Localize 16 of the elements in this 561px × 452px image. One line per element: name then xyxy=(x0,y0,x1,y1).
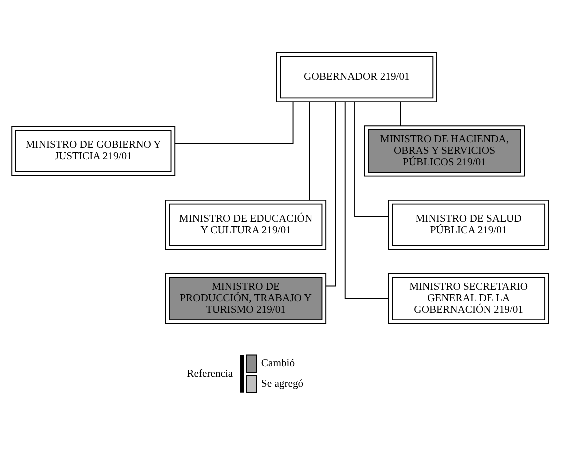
node-box: MINISTRO DE GOBIERNO Y JUSTICIA 219/01 xyxy=(12,126,176,176)
connector xyxy=(309,102,310,201)
legend-label: Se agregó xyxy=(261,378,304,390)
node-box: MINISTRO SECRETARIO GENERAL DE LA GOBERNACIÓN 219/01 xyxy=(388,273,550,324)
node-box: GOBERNADOR 219/01 xyxy=(276,52,438,103)
node-box: MINISTRO DE HACIENDA, OBRAS Y SERVICIOS PÚBLICOS 219/01 xyxy=(364,126,526,177)
connector xyxy=(400,102,402,127)
node-box: MINISTRO DE EDUCACIÓN Y CULTURA 219/01 xyxy=(165,200,327,250)
label: Referencia xyxy=(187,368,234,380)
legend-label: Cambió xyxy=(261,358,296,370)
connector xyxy=(354,102,390,218)
node-box: MINISTRO DE PRODUCCIÓN, TRABAJO Y TURISMO 219/01 xyxy=(165,273,327,324)
connector xyxy=(344,102,390,300)
connector xyxy=(174,102,294,144)
node-box: MINISTRO DE SALUD PÚBLICA 219/01 xyxy=(388,200,550,250)
connector xyxy=(326,102,336,287)
